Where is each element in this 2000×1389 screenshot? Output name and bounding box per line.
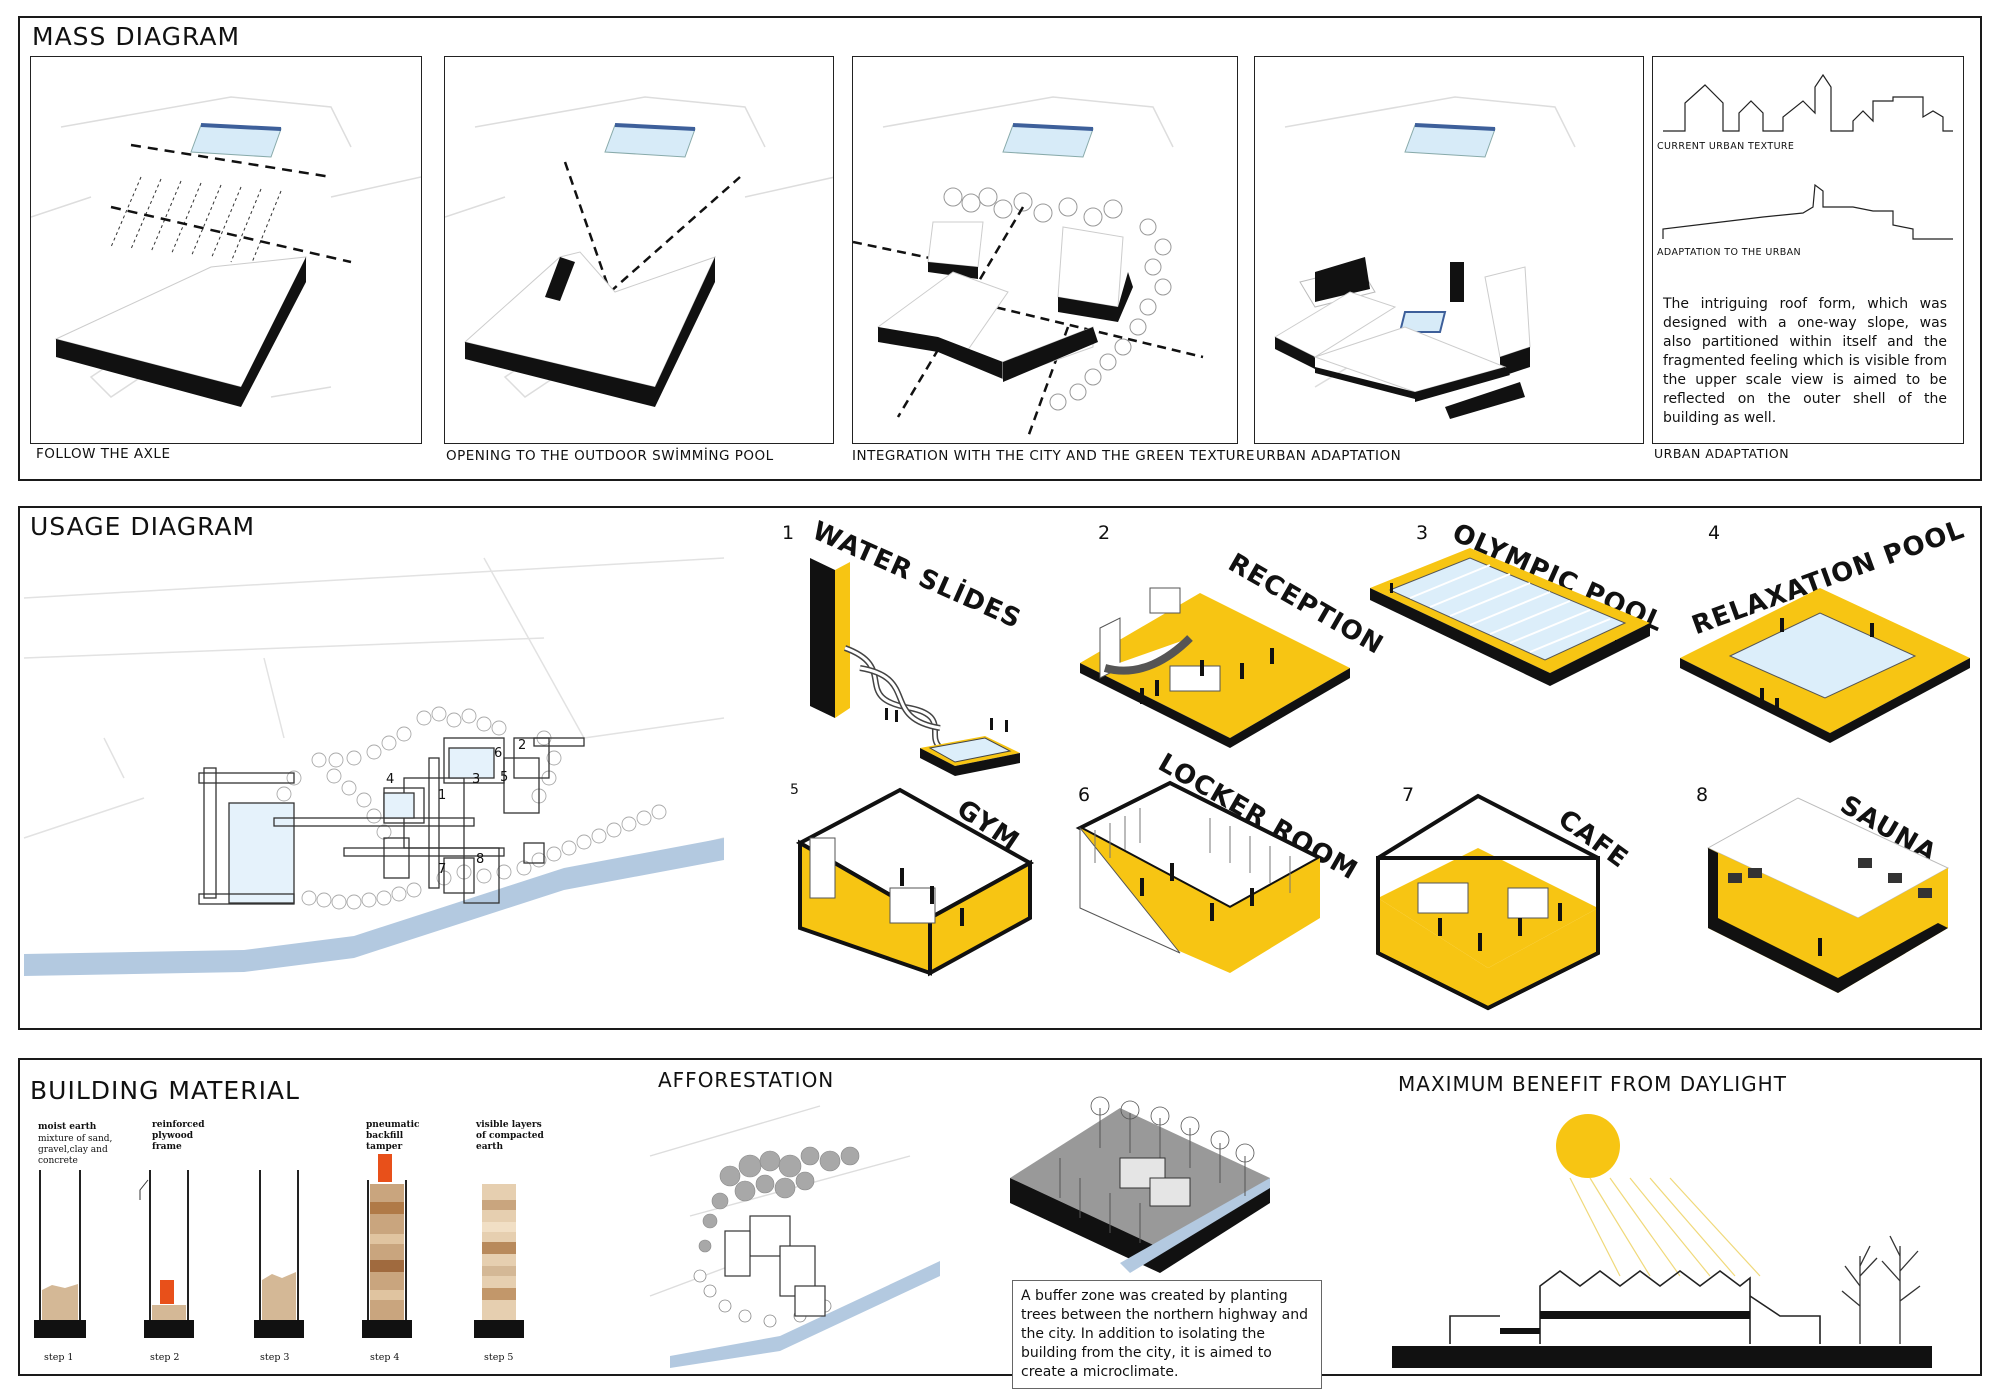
material-sub-1: mixture of sand, gravel,clay and concret… (38, 1134, 113, 1166)
mass-frame-urban-adaptation (1254, 56, 1644, 444)
material-label-4: pneumatic backfill tamper (366, 1120, 420, 1152)
material-step-1: step 1 (44, 1352, 74, 1363)
space-number-6: 6 (1078, 784, 1091, 806)
mass-description: The intriguing roof form, which was desi… (1663, 296, 1947, 426)
afforestation-title: AFFORESTATION (658, 1068, 835, 1092)
integration-drawing (853, 96, 1204, 438)
sauna-drawing (1706, 797, 1950, 993)
plan-number-7: 7 (438, 862, 447, 877)
space-number-3: 3 (1416, 522, 1429, 544)
gym-drawing (795, 787, 1035, 977)
space-number-4: 4 (1708, 522, 1721, 544)
follow-axle-drawing (31, 96, 421, 407)
mass-caption-1: FOLLOW THE AXLE (36, 446, 171, 462)
usage-diagram-panel: USAGE DIAGRAM (18, 506, 1982, 1030)
urban-adaptation-drawing (1273, 96, 1576, 419)
building-material-title: BUILDING MATERIAL (30, 1076, 300, 1105)
daylight-section-drawing (1392, 1114, 1932, 1368)
skyline-label-current: CURRENT URBAN TEXTURE (1657, 141, 1795, 152)
olympic-pool-drawing (1370, 548, 1650, 686)
material-step-2: step 2 (150, 1352, 180, 1363)
daylight-title: MAXIMUM BENEFIT FROM DAYLIGHT (1398, 1072, 1787, 1096)
mass-diagram-title: MASS DIAGRAM (32, 22, 241, 51)
locker-room-drawing (1075, 780, 1325, 973)
afforestation-plan-drawing (649, 1105, 940, 1368)
material-label-5: visible layers of compacted earth (476, 1120, 544, 1152)
material-panel: BUILDING MATERIAL moist earth mixture of… (18, 1058, 1982, 1389)
plan-number-1: 1 (438, 788, 447, 803)
skyline-label-adaptation: ADAPTATION TO THE URBAN (1657, 247, 1802, 258)
plan-number-6: 6 (494, 746, 503, 761)
usage-diagram-title: USAGE DIAGRAM (30, 512, 256, 541)
skyline-drawing (1662, 73, 1953, 240)
afforestation-note: A buffer zone was created by planting tr… (1012, 1280, 1322, 1389)
space-number-7: 7 (1402, 784, 1415, 806)
plan-number-3: 3 (472, 772, 481, 787)
relaxation-pool-drawing (1680, 588, 1970, 743)
mass-frame-integration (852, 56, 1238, 444)
mass-frame-opening-pool (444, 56, 834, 444)
plan-number-2: 2 (518, 738, 527, 753)
material-label-2: reinforced plywood frame (152, 1120, 205, 1152)
site-plan-drawing (23, 557, 725, 976)
mass-caption-4: URBAN ADAPTATION (1256, 448, 1402, 464)
mass-caption-2: OPENING TO THE OUTDOOR SWİMMİNG POOL (446, 448, 774, 464)
space-number-1: 1 (782, 522, 795, 544)
material-step-3: step 3 (260, 1352, 290, 1363)
material-step-4: step 4 (370, 1352, 400, 1363)
plan-number-8: 8 (476, 852, 485, 867)
afforestation-iso-drawing (1010, 1096, 1270, 1273)
material-step-5: step 5 (484, 1352, 514, 1363)
plan-number-4: 4 (386, 772, 395, 787)
opening-pool-drawing (445, 96, 833, 407)
mass-frame-follow-axle (30, 56, 422, 444)
space-number-8: 8 (1696, 784, 1709, 806)
mass-caption-3: INTEGRATION WITH THE CITY AND THE GREEN … (852, 448, 1255, 464)
mass-diagram-panel: MASS DIAGRAM FOLLOW THE AXLE (18, 16, 1982, 481)
space-number-2: 2 (1098, 522, 1111, 544)
sun-icon (1556, 1114, 1620, 1178)
plan-number-5: 5 (500, 770, 509, 785)
water-slides-drawing (810, 558, 1020, 776)
reception-drawing (1080, 587, 1350, 748)
mass-caption-5: URBAN ADAPTATION (1654, 446, 1790, 461)
cafe-drawing (1376, 793, 1600, 1011)
mass-frame-skyline: CURRENT URBAN TEXTURE ADAPTATION TO THE … (1652, 56, 1964, 444)
space-number-5: 5 (790, 782, 799, 798)
material-label-1: moist earth (38, 1122, 97, 1132)
material-steps-drawing (34, 1154, 524, 1338)
